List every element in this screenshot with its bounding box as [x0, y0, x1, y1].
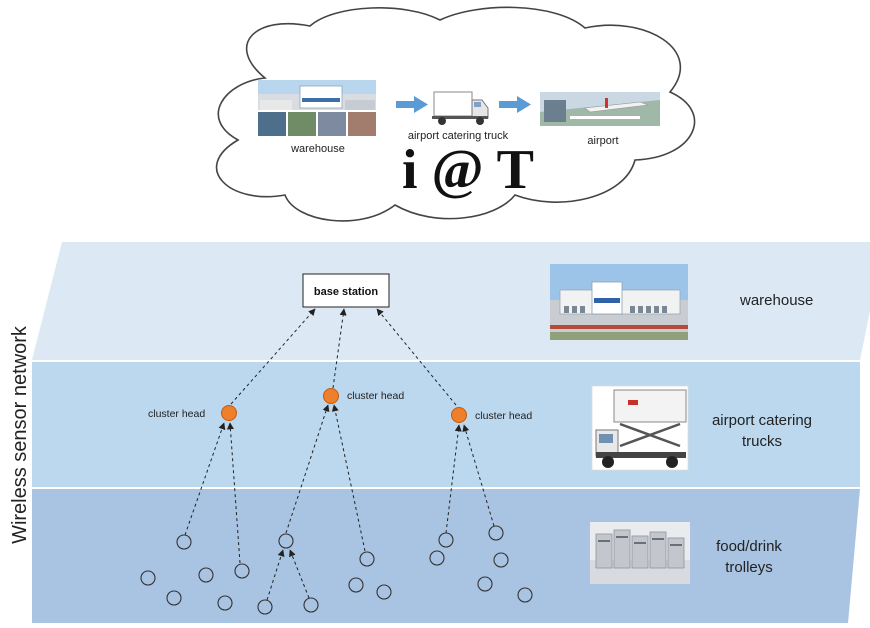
trucks-layer-label-line1: airport catering [712, 412, 812, 429]
sensor-node [517, 587, 533, 603]
sensor-node [234, 563, 250, 579]
trolleys-layer-label-line1: food/drink [716, 538, 782, 555]
sensor-node [166, 590, 182, 606]
cluster-head-3-label: cluster head [475, 410, 532, 422]
link-s3-ch2 [285, 404, 330, 534]
link-s6-s3 [289, 549, 310, 599]
sensor-node [198, 567, 214, 583]
network-links [184, 308, 495, 601]
cloud-airport-label: airport [587, 135, 618, 147]
warehouse-layer-photo [550, 264, 688, 340]
iat-logo: i @ T [402, 139, 534, 201]
trolleys-layer-label-line2: trolleys [725, 559, 773, 576]
sensor-node [376, 584, 392, 600]
trucks-layer-label-line2: trucks [742, 433, 782, 450]
sensor-node [217, 595, 233, 611]
sensor-node [278, 533, 294, 549]
sensor-node [176, 534, 192, 550]
sensor-node [488, 525, 504, 541]
cluster-head-2-label: cluster head [347, 390, 404, 402]
base-station-label: base station [314, 286, 378, 298]
wireless-sensor-network-label: Wireless sensor network [9, 325, 31, 544]
link-ch3-base [376, 308, 457, 406]
sensor-node [348, 577, 364, 593]
cluster-head-1: cluster head [148, 405, 237, 421]
flow-arrow-1 [396, 96, 428, 113]
link-s1-ch1 [184, 422, 226, 536]
link-ch2-base [332, 308, 347, 389]
flow-arrow-2 [499, 96, 531, 113]
sensor-node [429, 550, 445, 566]
link-s2-ch1 [226, 422, 241, 564]
sensor-nodes [140, 525, 533, 615]
warehouse-photo [258, 80, 376, 136]
cluster-head-3: cluster head [451, 407, 532, 423]
airport-photo [540, 92, 660, 126]
link-s7-ch3 [445, 424, 462, 534]
warehouse-layer-label: warehouse [739, 292, 813, 309]
trolleys-photo [590, 522, 690, 584]
cluster-head-1-label: cluster head [148, 408, 205, 420]
link-s5-s3 [266, 549, 285, 601]
sensor-node [140, 570, 156, 586]
sensor-node [359, 551, 375, 567]
sensor-node [303, 597, 319, 613]
truck-photo [432, 91, 489, 125]
cloud-warehouse-label: warehouse [290, 143, 345, 155]
link-s4-ch2 [331, 404, 366, 552]
cloud-truck-label: airport catering truck [408, 130, 509, 142]
sensor-node [438, 532, 454, 548]
catering-truck-photo [591, 385, 689, 471]
cluster-head-2: cluster head [323, 388, 404, 404]
sensor-node [493, 552, 509, 568]
sensor-node [477, 576, 493, 592]
layer-food-drink-trolleys [32, 489, 860, 623]
sensor-node [257, 599, 273, 615]
base-station: base station [302, 273, 390, 308]
